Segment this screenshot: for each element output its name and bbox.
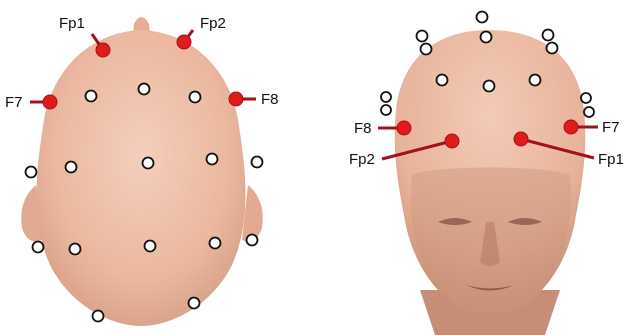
- electrode: [93, 311, 104, 322]
- electrode: [481, 32, 492, 43]
- top-view-skull: [37, 30, 246, 326]
- f8-front-label: F8: [354, 120, 372, 137]
- electrode: [190, 92, 201, 103]
- electrode: [70, 244, 81, 255]
- electrode: [143, 158, 154, 169]
- electrode: [210, 238, 221, 249]
- electrode: [33, 242, 44, 253]
- fp1-marker: [96, 43, 110, 57]
- f8-front-marker: [397, 121, 411, 135]
- electrode: [543, 30, 554, 41]
- electrode: [381, 92, 391, 102]
- fp1-label: Fp1: [59, 15, 85, 32]
- electrode: [145, 241, 156, 252]
- f7-front-label: F7: [602, 119, 620, 136]
- electrode: [417, 31, 428, 42]
- fp2-label: Fp2: [200, 15, 226, 32]
- electrode: [86, 91, 97, 102]
- electrode: [530, 75, 541, 86]
- fp1-front-marker: [514, 132, 528, 146]
- electrode: [66, 162, 77, 173]
- electrode: [581, 93, 591, 103]
- f7-label: F7: [5, 94, 23, 111]
- electrode: [547, 43, 558, 54]
- electrode: [421, 44, 432, 55]
- fp2-front-label: Fp2: [349, 151, 375, 168]
- electrode: [26, 167, 37, 178]
- electrode: [189, 298, 200, 309]
- electrode: [437, 75, 448, 86]
- fp2-front-marker: [445, 134, 459, 148]
- electrode: [252, 157, 263, 168]
- electrode: [381, 105, 391, 115]
- electrode: [139, 84, 150, 95]
- fp2-marker: [177, 35, 191, 49]
- f7-front-marker: [564, 120, 578, 134]
- f7-marker: [43, 95, 57, 109]
- f8-label: F8: [261, 91, 279, 108]
- electrode: [207, 154, 218, 165]
- electrode: [484, 81, 495, 92]
- front-view-head: [395, 30, 586, 335]
- electrode: [584, 107, 594, 117]
- electrode: [247, 235, 258, 246]
- fp1-front-label: Fp1: [598, 151, 624, 168]
- f8-marker: [229, 92, 243, 106]
- electrode: [477, 12, 488, 23]
- top-view-head: [21, 17, 262, 326]
